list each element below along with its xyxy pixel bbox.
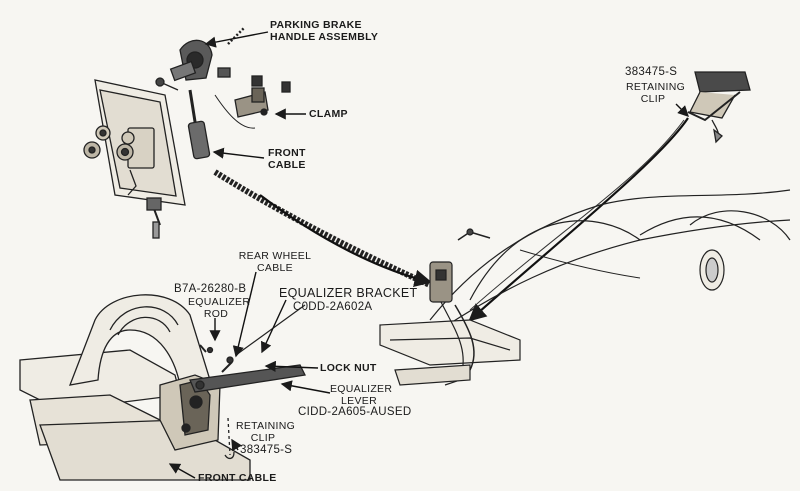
label-383475-bottom: 383475-S bbox=[240, 444, 293, 456]
label-front-cable-top: FRONT CABLE bbox=[268, 147, 306, 171]
label-parking-brake: PARKING BRAKE HANDLE ASSEMBLY bbox=[270, 19, 378, 43]
label-equalizer-lever-part: CIDD-2A605-AUSED bbox=[298, 406, 412, 418]
label-retaining-clip-bottom-line1: RETAINING bbox=[236, 420, 296, 432]
label-retaining-clip-bottom-line2: CLIP bbox=[250, 432, 276, 444]
label-front-cable-top-line1: FRONT bbox=[268, 147, 306, 159]
vehicle-frame-drawing bbox=[379, 189, 791, 386]
rear-cable-line bbox=[469, 119, 685, 311]
label-parking-brake-line1: PARKING BRAKE bbox=[270, 19, 362, 31]
label-equalizer-rod-line1: EQUALIZER bbox=[188, 296, 251, 308]
rear-cable-arrow bbox=[468, 117, 689, 322]
front-cable-path bbox=[213, 169, 432, 288]
label-retaining-clip-top-line1: RETAINING bbox=[626, 81, 686, 93]
label-front-cable-bottom: FRONT CABLE bbox=[198, 472, 277, 484]
equalizer-assembly-drawing bbox=[19, 294, 306, 481]
front-cable-arrow bbox=[259, 194, 433, 287]
label-equalizer-bracket: EQUALIZER BRACKET bbox=[279, 286, 418, 300]
label-clamp: CLAMP bbox=[309, 108, 348, 120]
label-retaining-clip-top-line2: CLIP bbox=[640, 93, 666, 105]
label-equalizer-lever-line2: LEVER bbox=[341, 395, 377, 407]
label-rear-wheel-cable-line1: REAR WHEEL bbox=[238, 250, 312, 262]
label-rear-wheel-cable-line2: CABLE bbox=[257, 262, 293, 274]
label-b7a-part: B7A-26280-B bbox=[174, 283, 247, 295]
label-front-cable-top-line2: CABLE bbox=[268, 159, 306, 171]
label-equalizer-bracket-part: C0DD-2A602A bbox=[293, 301, 373, 313]
label-equalizer-rod-line2: ROD bbox=[203, 308, 229, 320]
label-retaining-clip-bottom: RETAINING CLIP bbox=[236, 420, 296, 444]
label-equalizer-lever: EQUALIZER LEVER bbox=[330, 383, 393, 407]
label-rear-wheel-cable: REAR WHEEL CABLE bbox=[236, 250, 314, 274]
label-retaining-clip-top: RETAINING CLIP bbox=[626, 81, 686, 105]
leader-lines bbox=[168, 31, 689, 479]
rear-clip-drawing bbox=[687, 71, 751, 144]
handle-assembly-drawing bbox=[83, 27, 291, 239]
label-equalizer-lever-line1: EQUALIZER bbox=[330, 383, 393, 395]
label-equalizer-rod: EQUALIZER ROD bbox=[188, 296, 251, 320]
label-lock-nut: LOCK NUT bbox=[320, 362, 377, 374]
label-383475-top: 383475-S bbox=[625, 66, 678, 78]
label-parking-brake-line2: HANDLE ASSEMBLY bbox=[270, 31, 379, 43]
